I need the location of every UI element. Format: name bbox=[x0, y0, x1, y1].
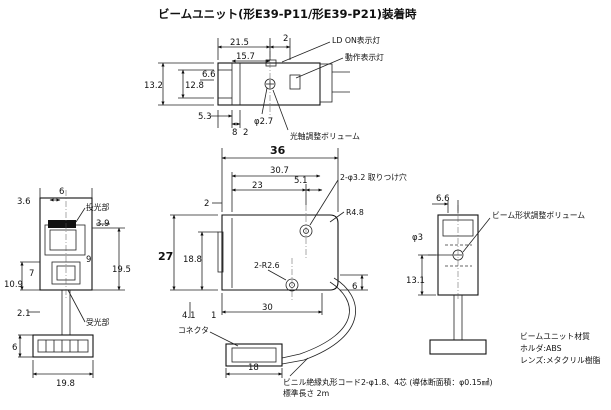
callout-mount-hole: 2-φ3.2 取りつけ穴 bbox=[340, 172, 407, 182]
dim-6-6-right: 6.6 bbox=[436, 194, 450, 204]
front-view: 3.6 6 3.9 9 19.5 10.9 7 2.1 6 19.8 投光部 受… bbox=[4, 187, 131, 389]
dim-6-6-top: 6.6 bbox=[202, 70, 216, 80]
callout-cable-length: 標準長さ 2m bbox=[283, 388, 329, 398]
dim-2-1: 2.1 bbox=[17, 309, 31, 319]
callout-beam-shape-volume: ビーム形状調整ボリューム bbox=[492, 210, 585, 220]
right-view: 6.6 φ3 13.1 ビーム形状調整ボリューム bbox=[406, 194, 585, 355]
dim-30-7: 30.7 bbox=[270, 166, 289, 176]
callout-cable-spec: ビニル絶縁丸形コード2-φ1.8、4芯 (導体断面積：φ0.15㎟) bbox=[283, 377, 492, 387]
dim-19-5: 19.5 bbox=[112, 265, 131, 275]
callout-ld-on-indicator: LD ON表示灯 bbox=[332, 35, 380, 45]
top-view: 21.5 2 15.7 13.2 12.8 6.6 5.3 8 2 φ2.7 L… bbox=[144, 34, 384, 141]
dim-9: 9 bbox=[86, 255, 91, 265]
callout-operation-indicator: 動作表示灯 bbox=[345, 52, 384, 62]
dim-10-9: 10.9 bbox=[4, 280, 23, 290]
dim-21-5: 21.5 bbox=[230, 38, 249, 48]
side-view: 36 30.7 23 5.1 2 27 18.8 4.1 1 30 6 18 bbox=[158, 144, 492, 398]
material-holder: ホルダ:ABS bbox=[520, 343, 562, 353]
side-view-body bbox=[221, 214, 339, 291]
side-connector bbox=[225, 343, 283, 367]
callout-emitter: 投光部 bbox=[86, 202, 110, 212]
emitter-lens bbox=[49, 229, 77, 251]
dim-15-7: 15.7 bbox=[236, 52, 255, 62]
dim-phi-2-7: φ2.7 bbox=[254, 117, 273, 127]
front-view-body bbox=[39, 197, 93, 291]
dim-5-3: 5.3 bbox=[198, 112, 212, 122]
dim-18: 18 bbox=[248, 363, 259, 373]
dim-2-top: 2 bbox=[283, 34, 288, 44]
dim-12-8: 12.8 bbox=[185, 81, 204, 91]
right-connector bbox=[429, 339, 487, 355]
dim-27: 27 bbox=[158, 250, 173, 263]
dim-6-front: 6 bbox=[59, 187, 64, 197]
front-connector bbox=[32, 334, 94, 358]
dim-2-bottom: 2 bbox=[243, 128, 248, 138]
dim-6-conn: 6 bbox=[12, 343, 17, 353]
dim-2-side: 2 bbox=[204, 199, 209, 209]
dim-13-2: 13.2 bbox=[144, 81, 163, 91]
dim-5-1: 5.1 bbox=[294, 176, 308, 186]
dim-8: 8 bbox=[232, 128, 237, 138]
dim-13-1: 13.1 bbox=[406, 276, 425, 286]
dim-3-9: 3.9 bbox=[96, 219, 110, 229]
drawing-title: ビームユニット(形E39-P11/形E39-P21)装着時 bbox=[158, 7, 417, 21]
dim-19-8: 19.8 bbox=[56, 379, 75, 389]
callout-optical-axis-volume: 光軸調整ボリューム bbox=[290, 131, 360, 141]
material-lens: レンズ:メタクリル樹脂 bbox=[520, 355, 601, 365]
callout-receiver: 受光部 bbox=[86, 317, 110, 327]
dim-30: 30 bbox=[262, 303, 273, 313]
dim-phi-3: φ3 bbox=[412, 233, 423, 243]
callout-r4-8: R4.8 bbox=[346, 208, 364, 217]
dim-4-1: 4.1 bbox=[182, 311, 196, 321]
dim-23: 23 bbox=[252, 181, 263, 191]
callout-connector: コネクタ bbox=[178, 326, 209, 335]
dim-18-8: 18.8 bbox=[183, 255, 202, 265]
dim-1: 1 bbox=[211, 311, 216, 321]
callout-2-r2-6: 2-R2.6 bbox=[254, 261, 280, 270]
material-heading: ビームユニット材質 bbox=[520, 331, 590, 341]
emitter-window bbox=[48, 220, 76, 228]
material-note: ビームユニット材質 ホルダ:ABS レンズ:メタクリル樹脂 bbox=[520, 331, 601, 365]
dim-7: 7 bbox=[29, 269, 34, 279]
dim-6-side: 6 bbox=[352, 282, 357, 292]
dim-3-6: 3.6 bbox=[17, 197, 31, 207]
dim-36: 36 bbox=[270, 144, 286, 157]
